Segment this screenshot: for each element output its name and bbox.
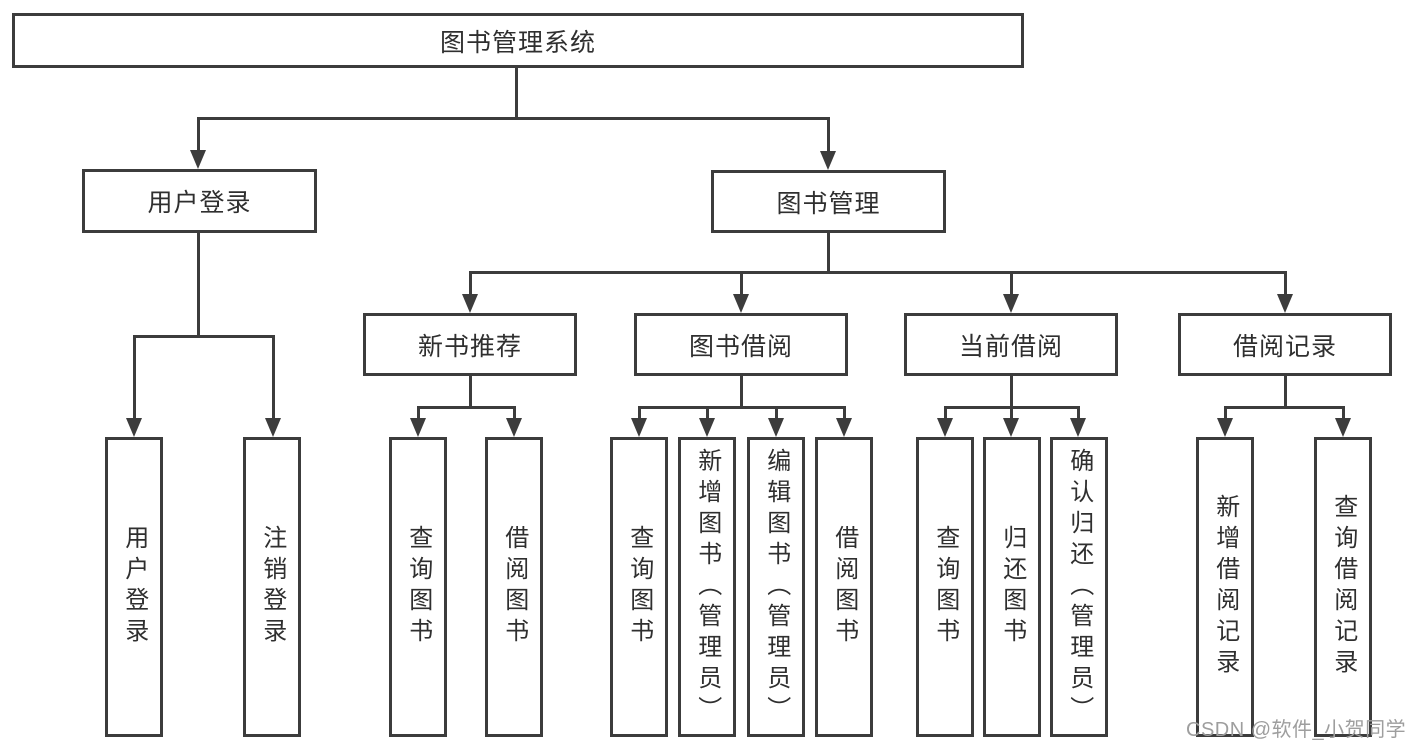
arrowhead-icon	[506, 418, 522, 437]
connector-l3-drop	[469, 271, 472, 296]
arrowhead-icon	[1217, 418, 1233, 437]
arrowhead-icon	[190, 150, 206, 169]
node-borrowing-records-label: 借阅记录	[1232, 332, 1337, 361]
arrowhead-icon	[1335, 418, 1351, 437]
connector-leaf-drop	[706, 406, 709, 420]
leaf-bb-add-books-label: 新增图书（管理员）	[693, 447, 721, 727]
connector-leaf-drop	[513, 406, 516, 420]
node-book-borrowing-label: 图书借阅	[688, 332, 793, 361]
connector-l3-drop	[1284, 271, 1287, 296]
node-book-borrowing: 图书借阅	[634, 313, 848, 376]
connector-leaf-drop	[1342, 406, 1345, 420]
arrowhead-icon	[1277, 294, 1293, 313]
connector-book-mgmt-drop	[827, 117, 830, 153]
leaf-nbr-borrow-books: 借阅图书	[485, 437, 543, 737]
connector-br-stem	[1284, 376, 1287, 406]
connector-book-mgmt-stem	[827, 233, 830, 271]
connector-user-login-branch	[133, 335, 275, 338]
node-new-book-recommend: 新书推荐	[363, 313, 577, 376]
connector-nbr-branch	[417, 406, 516, 409]
arrowhead-icon	[699, 418, 715, 437]
leaf-user-login-label: 用户登录	[120, 525, 148, 649]
node-book-management-label: 图书管理	[776, 189, 881, 218]
arrowhead-icon	[937, 418, 953, 437]
leaf-bb-borrow-books: 借阅图书	[815, 437, 873, 737]
connector-leaf-drop	[638, 406, 641, 420]
connector-leaf-drop	[1077, 406, 1080, 420]
leaf-bb-query-books-label: 查询图书	[625, 525, 653, 649]
arrowhead-icon	[462, 294, 478, 313]
connector-level3-branch	[469, 271, 1287, 274]
leaf-bb-edit-books-label: 编辑图书（管理员）	[762, 447, 790, 727]
csdn-watermark: CSDN @软件_小贺同学	[1186, 719, 1405, 741]
node-new-book-recommend-label: 新书推荐	[417, 332, 522, 361]
node-book-management: 图书管理	[711, 170, 946, 233]
leaf-bb-borrow-books-label: 借阅图书	[830, 525, 858, 649]
connector-leaf-drop	[843, 406, 846, 420]
connector-leaf-drop	[944, 406, 947, 420]
leaf-bb-query-books: 查询图书	[610, 437, 668, 737]
leaf-nbr-query-books-label: 查询图书	[404, 525, 432, 649]
leaf-logout: 注销登录	[243, 437, 301, 737]
node-current-borrowing-label: 当前借阅	[958, 332, 1063, 361]
leaf-bb-edit-books: 编辑图书（管理员）	[747, 437, 805, 737]
leaf-nbr-borrow-books-label: 借阅图书	[500, 525, 528, 649]
connector-leaf-drop	[1224, 406, 1227, 420]
leaf-br-add-record-label: 新增借阅记录	[1211, 494, 1239, 680]
connector-cb-stem	[1010, 376, 1013, 406]
connector-leaf-drop	[1010, 406, 1013, 420]
leaf-br-add-record: 新增借阅记录	[1196, 437, 1254, 737]
connector-l3-drop	[1010, 271, 1013, 296]
connector-user-login-stem	[197, 233, 200, 335]
leaf-nbr-query-books: 查询图书	[389, 437, 447, 737]
leaf-cb-return-books: 归还图书	[983, 437, 1041, 737]
arrowhead-icon	[1003, 418, 1019, 437]
arrowhead-icon	[1070, 418, 1086, 437]
leaf-cb-query-books: 查询图书	[916, 437, 974, 737]
leaf-cb-query-books-label: 查询图书	[931, 525, 959, 649]
node-user-login: 用户登录	[82, 169, 317, 233]
arrowhead-icon	[1003, 294, 1019, 313]
connector-leaf-drop	[417, 406, 420, 420]
leaf-logout-label: 注销登录	[258, 525, 286, 649]
arrowhead-icon	[631, 418, 647, 437]
connector-bb-branch	[638, 406, 846, 409]
arrowhead-icon	[836, 418, 852, 437]
leaf-cb-return-books-label: 归还图书	[998, 525, 1026, 649]
arrowhead-icon	[820, 151, 836, 170]
leaf-cb-confirm-return: 确认归还（管理员）	[1050, 437, 1108, 737]
connector-user-login-drop	[197, 117, 200, 153]
connector-nbr-stem	[469, 376, 472, 406]
node-root: 图书管理系统	[12, 13, 1024, 68]
connector-level2-branch	[197, 117, 830, 120]
leaf-br-query-record-label: 查询借阅记录	[1329, 494, 1357, 680]
connector-leaf-drop	[775, 406, 778, 420]
leaf-cb-confirm-return-label: 确认归还（管理员）	[1065, 447, 1093, 727]
leaf-user-login: 用户登录	[105, 437, 163, 737]
arrowhead-icon	[733, 294, 749, 313]
connector-l3-drop	[740, 271, 743, 296]
arrowhead-icon	[265, 418, 281, 437]
leaf-br-query-record: 查询借阅记录	[1314, 437, 1372, 737]
node-user-login-label: 用户登录	[147, 189, 252, 217]
connector-br-branch	[1224, 406, 1344, 409]
arrowhead-icon	[410, 418, 426, 437]
node-current-borrowing: 当前借阅	[904, 313, 1118, 376]
connector-leaf-drop	[272, 335, 275, 420]
connector-leaf-drop	[133, 335, 136, 420]
leaf-bb-add-books: 新增图书（管理员）	[678, 437, 736, 737]
node-borrowing-records: 借阅记录	[1178, 313, 1392, 376]
node-root-label: 图书管理系统	[439, 28, 596, 57]
arrowhead-icon	[768, 418, 784, 437]
connector-root-stem	[515, 68, 518, 117]
arrowhead-icon	[126, 418, 142, 437]
connector-bb-stem	[740, 376, 743, 406]
